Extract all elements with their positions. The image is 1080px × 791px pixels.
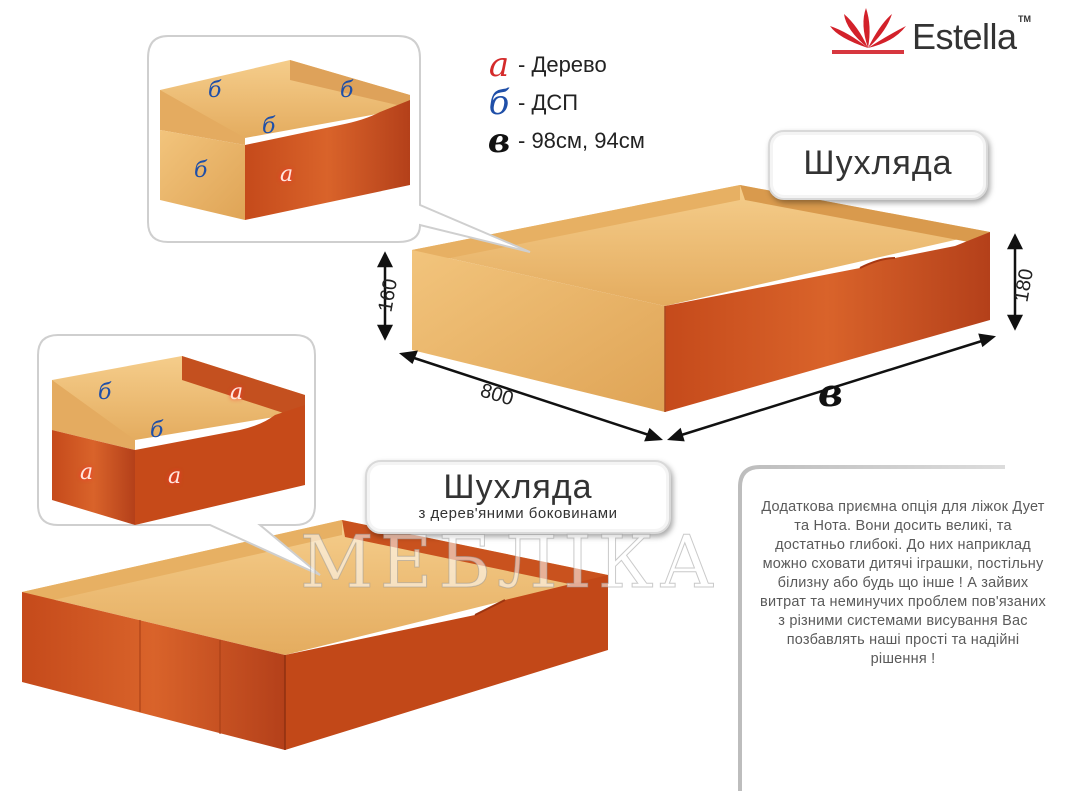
drawer1-title: Шухляда xyxy=(803,144,953,182)
legend-item-length: в - 98см, 94см xyxy=(484,124,645,158)
watermark: МЕБЛІКА xyxy=(300,520,720,605)
legend-letter: б xyxy=(488,83,510,123)
material-label: б xyxy=(194,158,208,183)
brand-name: Estella xyxy=(912,16,1017,57)
material-label: б xyxy=(150,418,164,443)
legend-text: - ДСП xyxy=(518,90,579,115)
brand-logo: Estella TM xyxy=(828,8,1048,58)
estella-logo-icon xyxy=(830,8,906,54)
material-label: а xyxy=(230,380,244,405)
brand-tm: TM xyxy=(1018,14,1031,24)
drawer2-label: Шухляда з дерев'яними боковинами xyxy=(365,460,671,534)
material-label: б xyxy=(208,78,222,103)
drawer1-label: Шухляда xyxy=(768,130,988,200)
drawer2-subtitle: з дерев'яними боковинами xyxy=(418,505,618,522)
callout-2 xyxy=(37,334,321,576)
material-label: б xyxy=(340,78,354,103)
description-divider xyxy=(738,465,1005,791)
legend-text: - 98см, 94см xyxy=(518,128,645,153)
legend-letter: в xyxy=(487,121,511,161)
description-text: Додаткова приємна опція для ліжок Дует т… xyxy=(760,499,1046,667)
dimension-arrows-1 xyxy=(376,233,1024,442)
legend-letter: а xyxy=(488,45,510,85)
legend-item-chipboard: б - ДСП xyxy=(484,86,578,120)
drawer2-title: Шухляда xyxy=(443,468,593,506)
callout-1 xyxy=(147,35,531,253)
material-label: б xyxy=(98,380,112,405)
material-label: а xyxy=(80,460,94,485)
legend-item-wood: а - Дерево xyxy=(484,48,607,82)
drawer-2 xyxy=(22,520,608,750)
dimension-length-letter: в xyxy=(818,370,843,415)
material-label: а xyxy=(168,464,182,489)
legend-text: - Дерево xyxy=(518,52,607,77)
material-label: а xyxy=(280,162,294,187)
drawer-1 xyxy=(412,185,990,412)
material-label: б xyxy=(262,114,276,139)
